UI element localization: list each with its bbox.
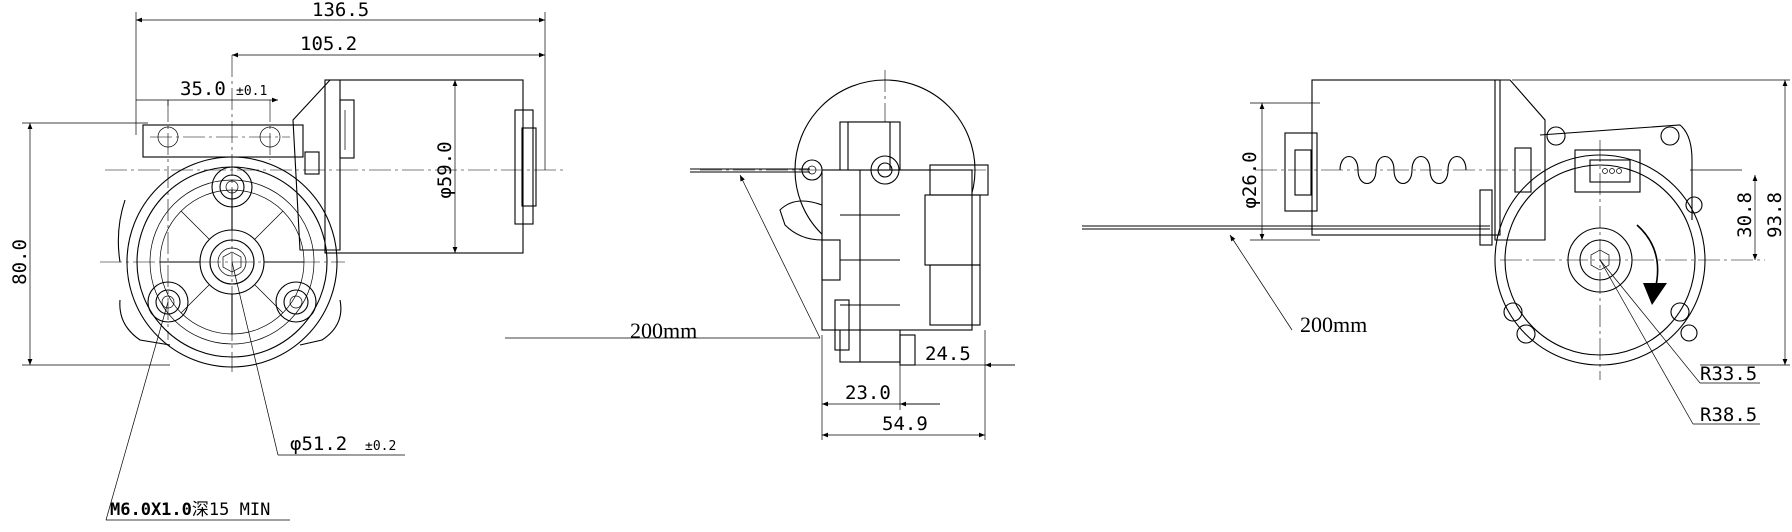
thread-spec: M6.0X1.0深15 MIN <box>110 500 270 520</box>
dim-radius-33-5: R33.5 <box>1700 363 1757 385</box>
dim-30-8: 30.8 <box>1734 192 1756 238</box>
dim-motor-diameter: φ59.0 <box>434 141 456 198</box>
rear-view: φ26.0 200mm 30.8 93.8 R33.5 R38.5 <box>1082 79 1790 426</box>
dim-rear-small-diameter: φ26.0 <box>1239 151 1261 208</box>
rear-cable-length: 200mm <box>1300 312 1367 337</box>
dim-gear-diameter: φ51.2 <box>290 433 347 455</box>
dim-radius-38-5: R38.5 <box>1700 404 1757 426</box>
dim-93-8: 93.8 <box>1764 192 1786 238</box>
thread-spec-part1: M6.0X1.0 <box>110 500 192 520</box>
dim-35-0: 35.0 <box>180 78 226 100</box>
thread-spec-part2: 深15 MIN <box>192 500 270 520</box>
side-view: 200mm 24.5 23.0 54.9 <box>505 70 1015 440</box>
dim-136-5: 136.5 <box>312 0 369 21</box>
dim-23-0: 23.0 <box>845 382 891 404</box>
dim-80-0: 80.0 <box>9 239 31 285</box>
side-cable-length: 200mm <box>630 318 697 343</box>
dim-35-0-tolerance: ±0.1 <box>236 84 267 99</box>
dim-54-9: 54.9 <box>882 413 928 435</box>
front-view: 136.5 105.2 35.0 ±0.1 80.0 φ59.0 φ51.2 ±… <box>9 0 565 521</box>
dim-105-2: 105.2 <box>300 33 357 55</box>
dim-gear-diameter-tolerance: ±0.2 <box>365 439 396 454</box>
dim-24-5: 24.5 <box>925 343 971 365</box>
